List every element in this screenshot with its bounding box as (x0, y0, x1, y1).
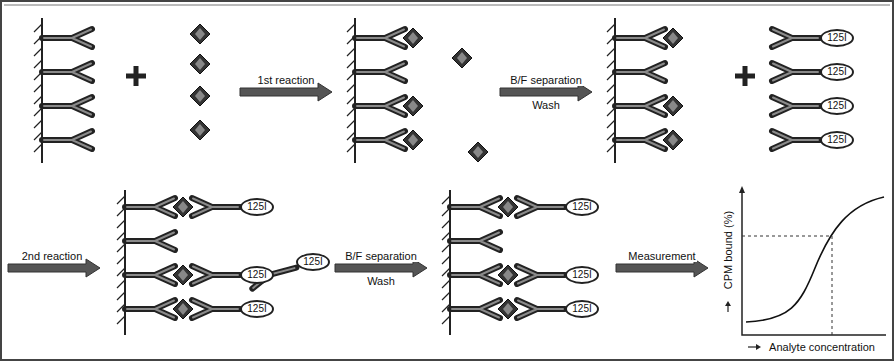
step-label: B/F separation (509, 74, 583, 86)
isotope-label: 125I (565, 198, 599, 216)
isotope-text: 125I (827, 101, 846, 111)
isotope-label: 125I (820, 29, 854, 47)
isotope-text: 125I (827, 67, 846, 77)
isotope-text: 125I (303, 257, 322, 267)
isotope-text: 125I (247, 304, 266, 314)
isotope-label: 125I (240, 300, 274, 318)
isotope-label: 125I (820, 63, 854, 81)
isotope-text: 125I (247, 202, 266, 212)
isotope-label: 125I (820, 97, 854, 115)
isotope-text: 125I (827, 33, 846, 43)
step-label: Wash (366, 275, 396, 287)
axis-label: CPM bound (%) (722, 210, 734, 290)
isotope-text: 125I (572, 270, 591, 280)
step-label: Measurement (627, 250, 696, 262)
solid-phase (442, 190, 565, 335)
solid-phase (117, 190, 299, 335)
solid-phase (34, 18, 92, 163)
labeled-antibody (772, 29, 820, 149)
frame-line (4, 5, 890, 6)
axis-label: Analyte concentration (768, 341, 876, 353)
isotope-label: 125I (820, 131, 854, 149)
isotope-text: 125I (572, 202, 591, 212)
isotope-label: 125I (565, 266, 599, 284)
step-label: 1st reaction (257, 74, 316, 86)
solid-phase (607, 18, 683, 163)
step-label: B/F separation (344, 250, 418, 262)
isotope-label: 125I (240, 266, 274, 284)
antigen (190, 24, 210, 140)
plus-sign (126, 66, 146, 86)
isotope-label: 125I (296, 253, 330, 271)
solid-phase (347, 18, 488, 163)
standard-curve-chart (725, 186, 886, 350)
isotope-text: 125I (247, 270, 266, 280)
isotope-text: 125I (827, 135, 846, 145)
isotope-label: 125I (565, 300, 599, 318)
isotope-text: 125I (572, 304, 591, 314)
step-label: 2nd reaction (21, 250, 84, 262)
isotope-label: 125I (240, 198, 274, 216)
plus-sign (735, 66, 755, 86)
step-label: Wash (531, 99, 561, 111)
